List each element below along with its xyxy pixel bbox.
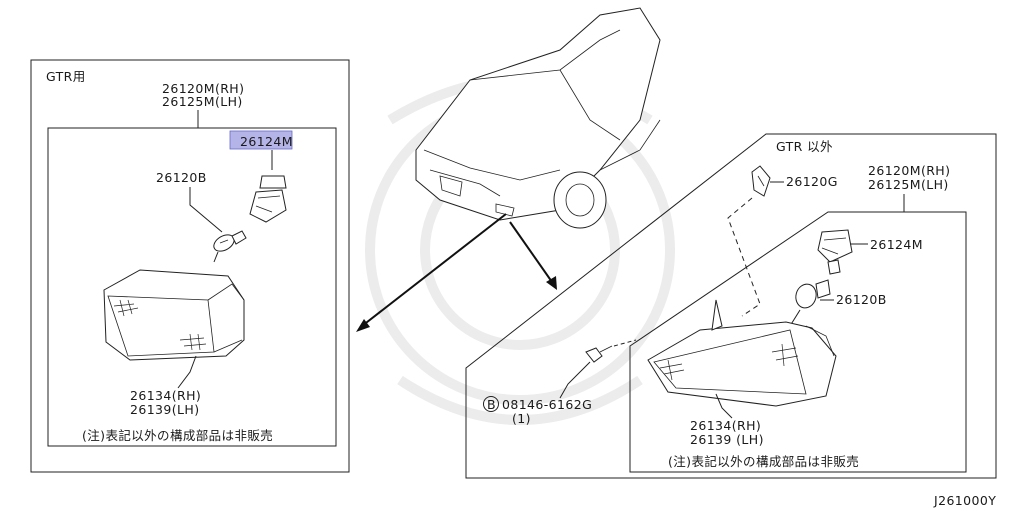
gtr-socket-label[interactable]: 26124M <box>240 134 293 149</box>
non-gtr-lens-rh-label[interactable]: 26134(RH) <box>690 418 761 433</box>
non-gtr-clip-part <box>751 165 771 197</box>
gtr-lamp-lens-part <box>103 269 245 361</box>
diagram-code: J261000Y <box>933 493 996 508</box>
gtr-panel-title: GTR用 <box>46 69 86 84</box>
non-gtr-bulb-label[interactable]: 26120B <box>836 292 887 307</box>
non-gtr-lens-lh-label[interactable]: 26139 (LH) <box>690 432 764 447</box>
gtr-socket-part <box>249 175 287 223</box>
callout-arrow-left <box>356 213 507 332</box>
gtr-panel-note: (注)表記以外の構成部品は非販売 <box>82 428 273 443</box>
non-gtr-bulb-part <box>795 279 831 309</box>
screw-ref-circle <box>483 396 499 412</box>
non-gtr-panel-frame <box>465 133 997 479</box>
non-gtr-panel-note: (注)表記以外の構成部品は非販売 <box>668 454 859 469</box>
non-gtr-screw-qty: (1) <box>512 411 531 426</box>
non-gtr-lamp-assy-box <box>629 211 967 473</box>
gtr-lamp-assy-box <box>47 127 337 447</box>
non-gtr-lamp-lens-part <box>647 299 837 407</box>
gtr-bulb-label[interactable]: 26120B <box>156 170 207 185</box>
gtr-socket-highlight <box>229 130 293 150</box>
car-illustration <box>415 7 661 229</box>
screw-ref-letter: B <box>487 397 496 412</box>
non-gtr-panel-title: GTR 以外 <box>776 139 833 154</box>
non-gtr-lamp-assy-rh-label[interactable]: 26120M(RH) <box>868 163 950 178</box>
gtr-lamp-assy-rh-label[interactable]: 26120M(RH) <box>162 81 244 96</box>
callout-arrow-right <box>509 221 557 290</box>
gtr-lens-rh-label[interactable]: 26134(RH) <box>130 388 201 403</box>
gtr-bulb-part <box>213 230 247 252</box>
non-gtr-screw-label[interactable]: 08146-6162G <box>502 397 592 412</box>
non-gtr-clip-label[interactable]: 26120G <box>786 174 838 189</box>
gtr-panel-frame <box>30 59 350 473</box>
non-gtr-socket-part <box>817 229 853 275</box>
gtr-lens-lh-label[interactable]: 26139(LH) <box>130 402 199 417</box>
non-gtr-screw-part <box>585 345 613 363</box>
non-gtr-lamp-assy-lh-label[interactable]: 26125M(LH) <box>868 177 949 192</box>
gtr-lamp-assy-lh-label[interactable]: 26125M(LH) <box>162 94 243 109</box>
non-gtr-socket-label[interactable]: 26124M <box>870 237 923 252</box>
